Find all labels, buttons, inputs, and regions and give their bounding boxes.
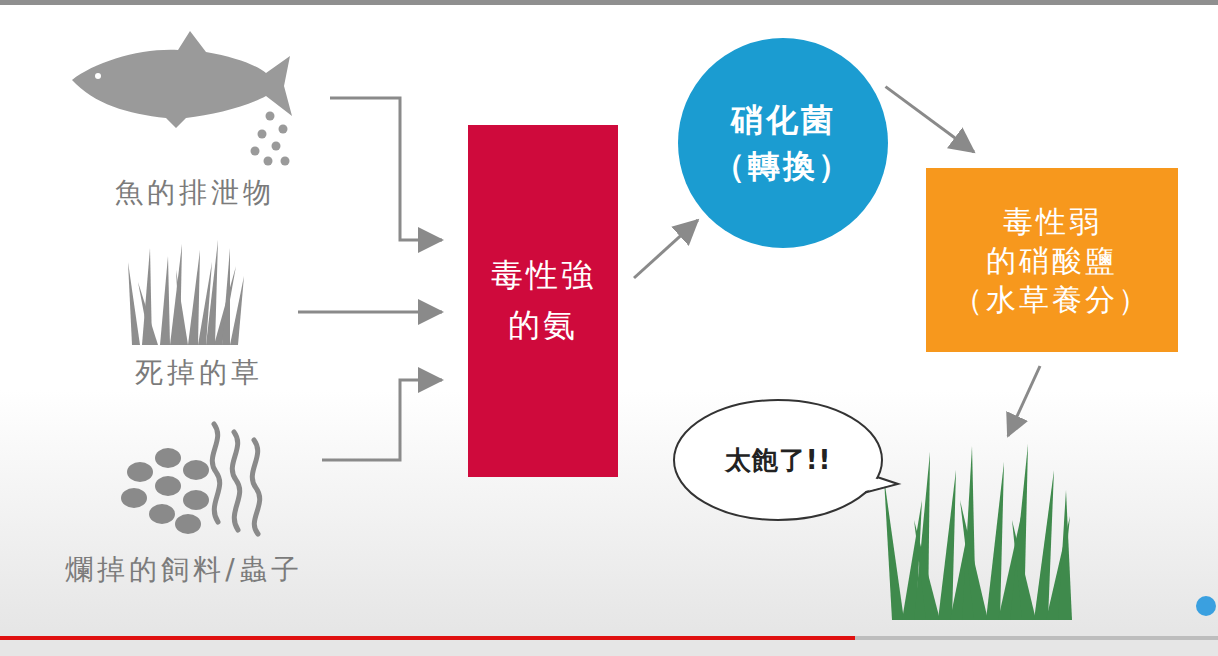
progress-bar [0,636,855,640]
flow-arrow [322,380,442,460]
node-text: 魚的排泄物 [115,176,275,210]
fish-icon [72,31,292,166]
top-border [0,0,1218,5]
water-grass-icon [884,444,1072,620]
rotten-food-icon [121,424,260,534]
progress-track [0,636,1218,640]
node-text: 爛掉的飼料/蟲子 [65,553,302,587]
node-text: 太飽了!! [725,443,832,478]
circle-outline [678,38,888,248]
flow-arrow [298,311,442,314]
result-box: 毒性弱 的硝酸鹽 （水草養分） [926,168,1178,352]
speech-bubble: 太飽了!! [672,398,884,522]
flow-arrow [634,220,698,278]
arrow-to-grass [1008,366,1040,436]
process-box: 毒性強 的氨 [468,125,618,477]
dead-grass-icon [128,240,244,345]
flow-arrow [886,87,975,152]
source-item: 爛掉的飼料/蟲子 [46,415,322,587]
flow-arrow [330,98,442,240]
process-circle: 硝化菌 （轉換） [678,38,888,248]
source-item: 魚的排泄物 [60,25,330,210]
node-text: 毒性強 的氨 [468,251,618,350]
source-item: 死掉的草 [100,235,298,390]
node-text: 死掉的草 [135,356,263,390]
logo-dot [1196,596,1216,616]
node-text: 毒性弱 的硝酸鹽 （水草養分） [926,202,1178,319]
node-text: 硝化菌 （轉換） [678,97,888,190]
